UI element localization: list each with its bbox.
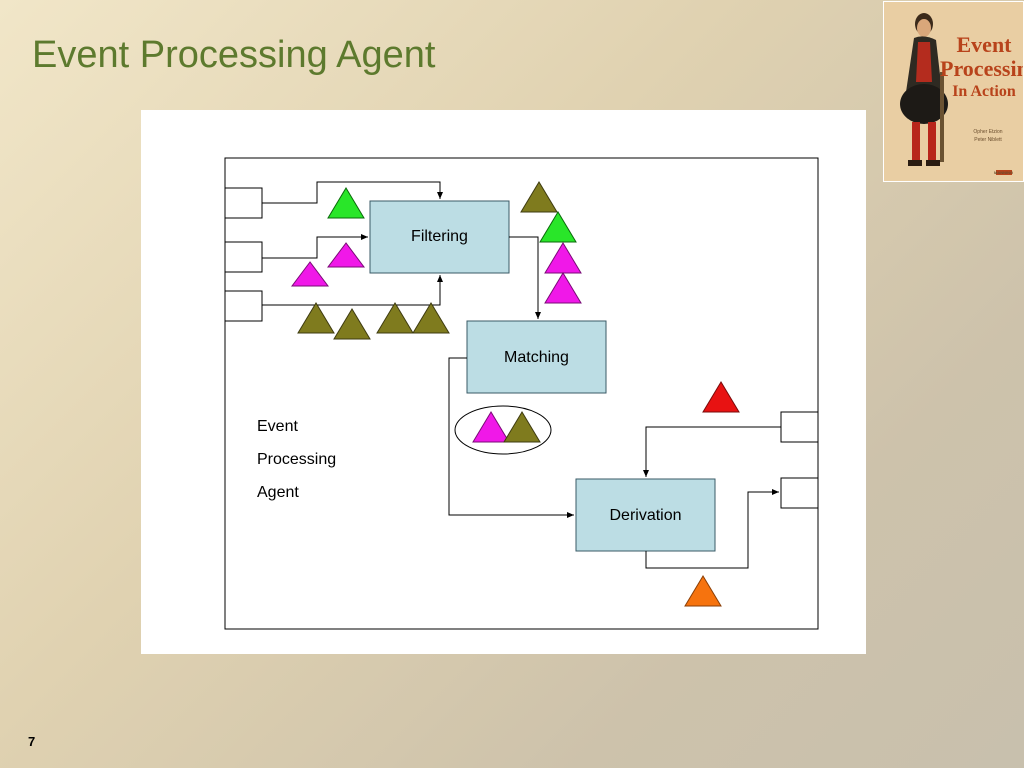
derivation-box bbox=[575, 478, 716, 552]
event-triangle-icon bbox=[702, 381, 740, 413]
matching-label: Matching bbox=[504, 349, 569, 366]
connector-input1-filtering bbox=[262, 181, 443, 204]
book-cover-illustration bbox=[884, 2, 1023, 181]
matching-box bbox=[466, 320, 607, 394]
book-publisher: MANNING bbox=[994, 170, 1014, 175]
connector-input3-filtering bbox=[262, 275, 443, 306]
output-channel-1 bbox=[780, 411, 819, 443]
diagram-panel: Filtering Matching Derivation Event Proc… bbox=[141, 110, 866, 654]
event-triangle-icon bbox=[544, 272, 582, 304]
book-title-line1: Event bbox=[956, 32, 1012, 57]
connector-output1-derivation bbox=[643, 426, 781, 477]
event-triangle-icon bbox=[544, 242, 582, 274]
event-triangle-icon bbox=[291, 261, 329, 287]
connector-input2-filtering bbox=[262, 234, 368, 259]
agent-label-line: Event bbox=[257, 418, 298, 435]
connector-matching-derivation bbox=[448, 357, 574, 518]
connector-derivation-output2 bbox=[645, 489, 779, 569]
event-triangle-icon bbox=[333, 308, 371, 340]
event-triangle-icon bbox=[503, 411, 541, 443]
output-channel-2 bbox=[780, 477, 819, 509]
event-triangle-icon bbox=[297, 302, 335, 334]
book-authors: Opher Etzion Peter Niblett bbox=[958, 128, 1018, 144]
page-number: 7 bbox=[28, 734, 36, 749]
event-triangle-icon bbox=[376, 302, 414, 334]
agent-boundary bbox=[224, 157, 819, 630]
event-triangle-icon bbox=[520, 181, 558, 213]
slide-title: Event Processing Agent bbox=[32, 34, 436, 76]
book-cover-image: Event Processing In Action Opher Etzion … bbox=[883, 1, 1024, 182]
agent-label-line: Processing bbox=[257, 451, 337, 468]
connector-filtering-matching bbox=[509, 236, 541, 319]
input-channel-2 bbox=[224, 241, 263, 273]
event-triangle-icon bbox=[327, 242, 365, 268]
matched-pair-ellipse bbox=[454, 405, 552, 455]
event-triangle-icon bbox=[412, 302, 450, 334]
event-triangle-icon bbox=[684, 575, 722, 607]
book-title-line2: Processing bbox=[940, 56, 1023, 81]
event-triangle-icon bbox=[539, 211, 577, 243]
book-author: Peter Niblett bbox=[974, 137, 1002, 143]
input-channel-1 bbox=[224, 187, 263, 219]
derivation-label: Derivation bbox=[609, 507, 682, 524]
event-triangle-icon bbox=[327, 187, 365, 219]
event-triangle-icon bbox=[472, 411, 510, 443]
input-channel-3 bbox=[224, 290, 263, 322]
book-title-line3: In Action bbox=[952, 83, 1016, 100]
agent-label-line: Agent bbox=[257, 484, 299, 501]
book-author: Opher Etzion bbox=[973, 129, 1003, 135]
filtering-label: Filtering bbox=[411, 228, 468, 245]
agent-diagram bbox=[224, 157, 819, 630]
